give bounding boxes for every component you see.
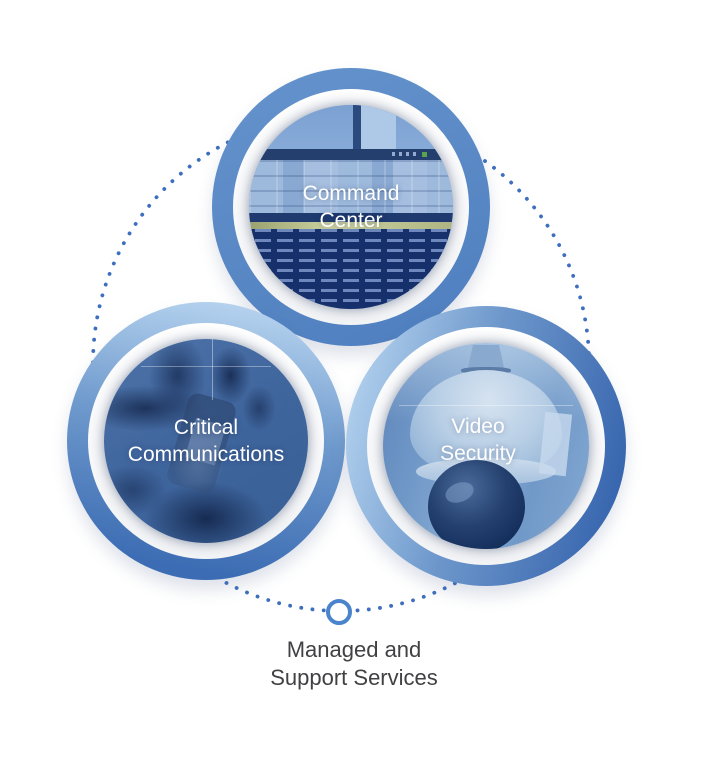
- vs-dome-lens: [428, 460, 526, 549]
- cc-desk-stripe: [249, 222, 453, 229]
- cc-dashboard-rows: [249, 228, 453, 309]
- cc-status-leds: [391, 152, 419, 157]
- critical-communications-label-line2: Communications: [127, 443, 285, 466]
- cc-window-light: [361, 105, 396, 149]
- video-security-label-line1: Video: [451, 415, 505, 438]
- circle-command-center: Command Center: [212, 68, 490, 346]
- video-security-photo: Video Security: [383, 343, 589, 549]
- critical-communications-photo: Critical Communications: [104, 339, 308, 543]
- cc-dark-band: [249, 213, 453, 223]
- command-center-label: Command Center: [303, 180, 400, 234]
- cc-room-background: [249, 105, 453, 149]
- critical-communications-white-ring: Critical Communications: [88, 323, 324, 559]
- vs-mount-arm: [538, 411, 572, 477]
- cc-window-edge: [353, 105, 362, 149]
- command-center-white-ring: Command Center: [233, 89, 469, 325]
- cc-monitor-bezel: [249, 148, 453, 161]
- hub-node-circle: [326, 599, 352, 625]
- hub-caption-line2: Support Services: [270, 665, 438, 690]
- video-security-white-ring: Video Security: [367, 327, 605, 565]
- vs-grid-line-horizontal: [399, 404, 573, 406]
- video-security-label: Video Security: [440, 413, 516, 467]
- video-security-label-line2: Security: [440, 442, 516, 465]
- command-center-label-line2: Center: [319, 209, 383, 232]
- cc-green-led: [422, 151, 428, 157]
- circle-video-security: Video Security: [346, 306, 626, 586]
- hub-caption: Managed and Support Services: [154, 636, 554, 692]
- cc-video-wall: [249, 160, 453, 214]
- circle-critical-communications: Critical Communications: [67, 302, 345, 580]
- command-center-photo: Command Center: [249, 105, 453, 309]
- command-center-label-line1: Command: [302, 182, 400, 205]
- crc-grid-line-horizontal: [140, 365, 272, 367]
- crc-grid-line-vertical: [212, 339, 214, 401]
- vs-camera-mount: [467, 345, 505, 370]
- critical-communications-label: Critical Communications: [128, 414, 284, 468]
- hub-caption-line1: Managed and: [286, 637, 422, 662]
- critical-communications-label-line1: Critical: [173, 416, 239, 439]
